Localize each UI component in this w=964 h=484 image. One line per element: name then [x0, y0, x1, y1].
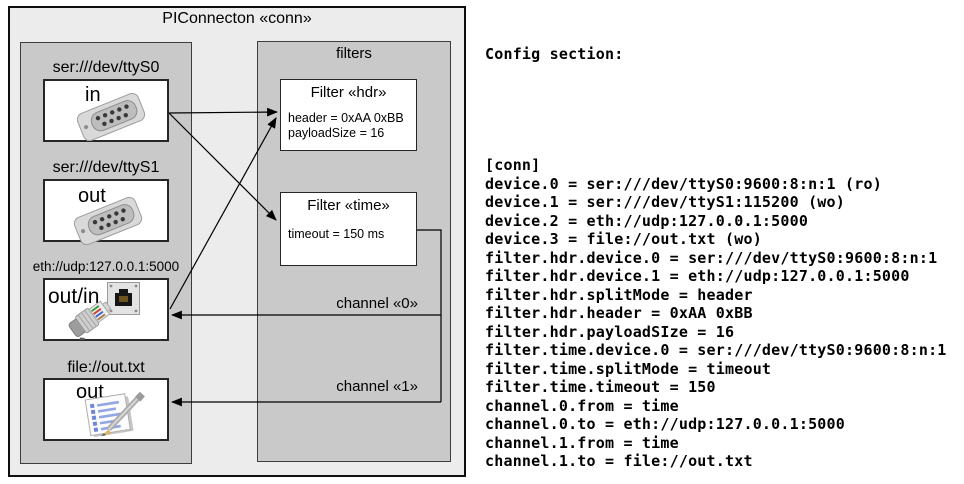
config-line: device.3 = file://out.txt (wo) — [485, 230, 762, 248]
device-url-label: ser:///dev/ttyS1 — [52, 159, 160, 176]
config-line: filter.hdr.splitMode = header — [485, 285, 753, 304]
config-line: [conn] — [485, 156, 541, 174]
filter-title: Filter «time» — [307, 197, 390, 214]
config-section: Config section: [conn]device.0 = ser:///… — [485, 8, 947, 484]
device-box-ttys1: out — [43, 179, 169, 245]
device-url-label: eth://udp:127.0.0.1:5000 — [32, 259, 180, 274]
filter-title: Filter «hdr» — [310, 84, 387, 101]
device-mode-label: out — [78, 185, 106, 207]
device-url-label: file://out.txt — [67, 359, 145, 376]
channel-0-label: channel «0» — [336, 295, 418, 312]
device-box-ttys0: in — [43, 79, 169, 142]
ethernet-port-icon — [107, 282, 140, 315]
config-line: filter.time.splitMode = timeout — [485, 359, 772, 378]
config-line: filter.time.device.0 = ser:///dev/ttyS0:… — [485, 341, 947, 359]
device-mode-label: out — [76, 381, 104, 403]
config-line: channel.1.to = file://out.txt — [485, 452, 753, 470]
device-mode-label: in — [85, 84, 101, 106]
device-mode-label: out/in — [48, 285, 100, 308]
filter-property: header = 0xAA 0xBB — [288, 111, 404, 125]
channel-1-label: channel «1» — [336, 378, 418, 395]
serial-connector-icon — [76, 93, 146, 141]
notepad-icon — [84, 392, 145, 438]
filters-panel-title: filters — [336, 45, 372, 62]
config-heading: Config section: — [485, 45, 624, 63]
config-line: channel.1.from = time — [485, 433, 679, 452]
config-line: filter.hdr.device.1 = eth://udp:127.0.0.… — [485, 267, 910, 285]
config-line: channel.0.from = time — [485, 396, 679, 415]
diagram-title: PIConnecton «conn» — [162, 10, 312, 27]
device-box-eth: out/in — [43, 278, 169, 341]
config-line: device.2 = eth://udp:127.0.0.1:5000 — [485, 211, 809, 230]
filter-property: timeout = 150 ms — [288, 227, 385, 241]
config-blank-line — [485, 101, 947, 120]
ethernet-plug-icon — [68, 300, 112, 340]
device-url-label: ser:///dev/ttyS0 — [52, 59, 160, 76]
config-lines: [conn]device.0 = ser:///dev/ttyS0:9600:8… — [485, 156, 947, 471]
config-line: filter.time.timeout = 150 — [485, 378, 716, 396]
config-line: channel.0.to = eth://udp:127.0.0.1:5000 — [485, 415, 845, 433]
config-line: filter.hdr.device.0 = ser:///dev/ttyS0:9… — [485, 248, 938, 267]
filter-hdr-box: Filter «hdr» header = 0xAA 0xBB payloadS… — [280, 79, 417, 151]
device-box-file: out — [43, 378, 169, 441]
config-line: device.1 = ser:///dev/ttyS1:115200 (wo) — [485, 193, 845, 211]
config-line: filter.hdr.header = 0xAA 0xBB — [485, 304, 753, 322]
config-line: filter.hdr.payloadSIze = 16 — [485, 322, 735, 341]
serial-connector-icon — [73, 197, 143, 245]
config-line: device.0 = ser:///dev/ttyS0:9600:8:n:1 (… — [485, 174, 882, 193]
filter-time-box: Filter «time» timeout = 150 ms — [280, 192, 417, 266]
filter-property: payloadSize = 16 — [288, 126, 385, 140]
